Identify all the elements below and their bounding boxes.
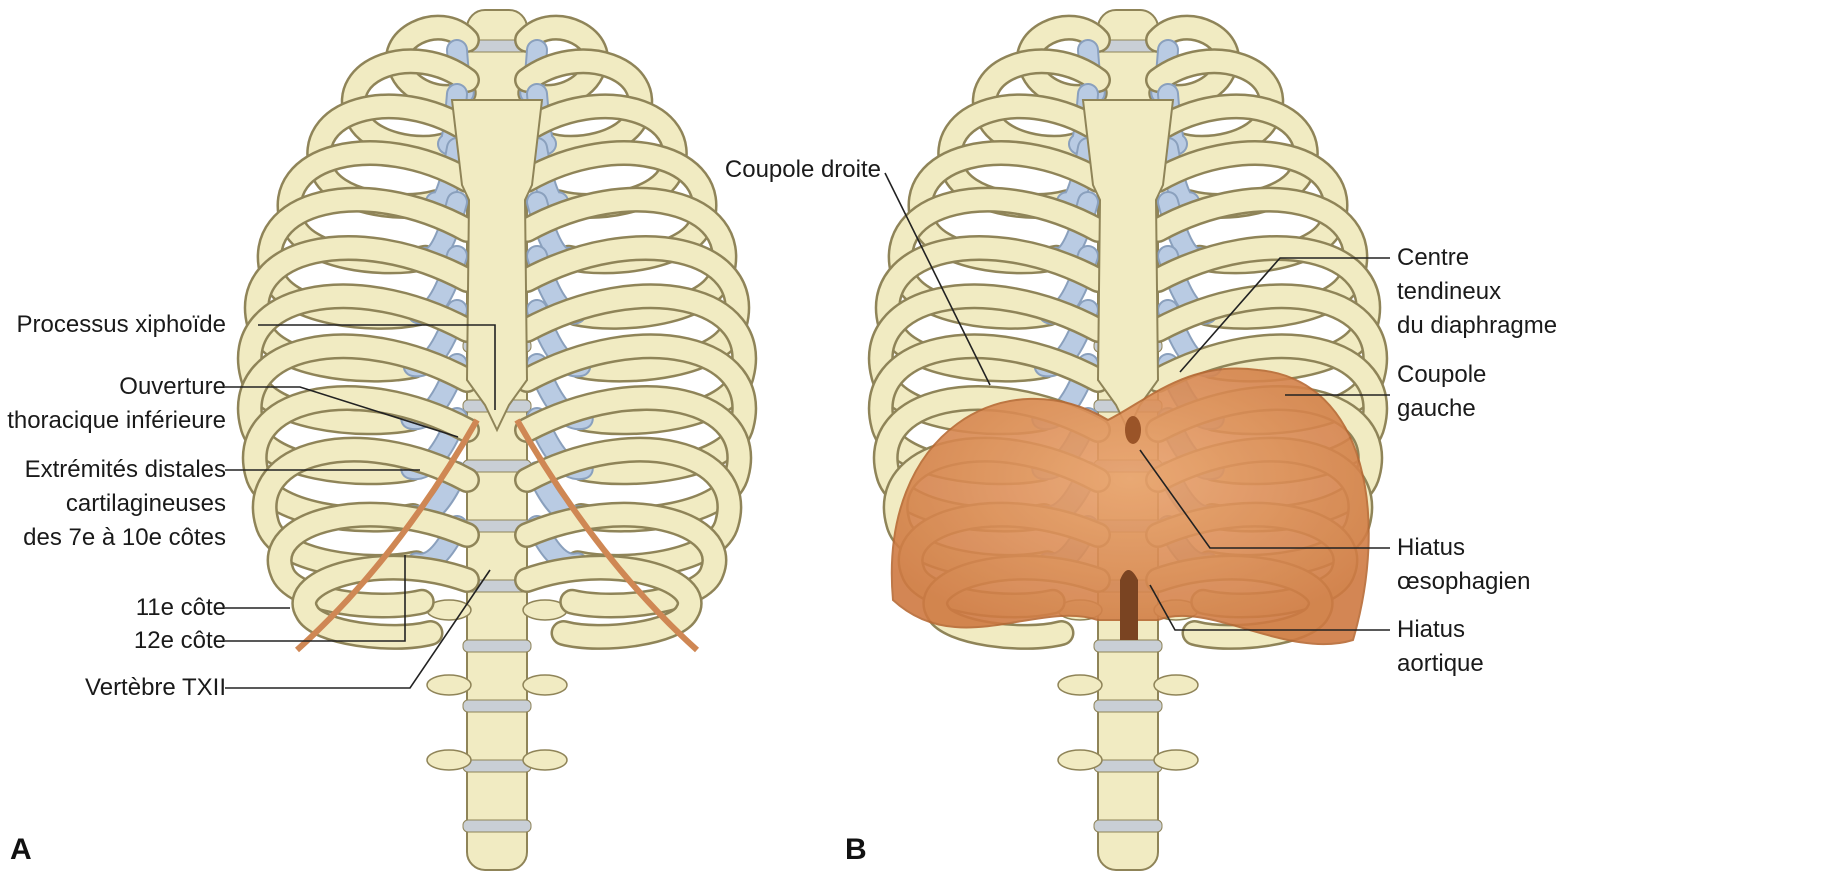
panel-label-b: B	[845, 833, 867, 867]
vertebral-disc	[463, 640, 531, 652]
vertebral-disc	[1094, 640, 1162, 652]
vertebral-disc	[463, 760, 531, 772]
label-left-dome-line1: Coupole	[1397, 358, 1486, 392]
label-central-tendon-line3: du diaphragme	[1397, 309, 1557, 343]
label-aortic-line2: aortique	[1397, 647, 1484, 681]
label-rib-12-text: 12e côte	[134, 624, 226, 658]
label-oesophageal-line1: Hiatus	[1397, 531, 1530, 565]
label-central-tendon-line2: tendineux	[1397, 275, 1557, 309]
label-rib-11: 11e côte	[136, 591, 226, 625]
label-distal-ends: Extrémités distales cartilagineuses des …	[23, 453, 226, 555]
label-central-tendon: Centre tendineux du diaphragme	[1397, 241, 1557, 343]
label-oesophageal-line2: œsophagien	[1397, 565, 1530, 599]
transverse-process	[427, 750, 471, 770]
panel-label-a: A	[10, 833, 32, 867]
transverse-process	[1154, 750, 1198, 770]
transverse-process	[427, 675, 471, 695]
vertebral-disc	[463, 820, 531, 832]
label-distal-ends-line2: cartilagineuses	[23, 487, 226, 521]
label-thoracic-opening-line2: thoracique inférieure	[7, 404, 226, 438]
label-xiphoid-text: Processus xiphoïde	[17, 308, 226, 342]
label-distal-ends-line3: des 7e à 10e côtes	[23, 521, 226, 555]
label-aortic-hiatus: Hiatus aortique	[1397, 613, 1484, 681]
label-oesophageal-hiatus: Hiatus œsophagien	[1397, 531, 1530, 599]
vertebral-disc	[1094, 700, 1162, 712]
label-right-dome: Coupole droite	[725, 153, 881, 187]
transverse-process	[523, 750, 567, 770]
label-distal-ends-line1: Extrémités distales	[23, 453, 226, 487]
oesophageal-hiatus	[1125, 416, 1141, 444]
label-left-dome-line2: gauche	[1397, 392, 1486, 426]
transverse-process	[1154, 675, 1198, 695]
vertebral-disc	[1094, 820, 1162, 832]
label-right-dome-text: Coupole droite	[725, 153, 881, 187]
label-vertebra-txii: Vertèbre TXII	[85, 671, 226, 705]
label-rib-12: 12e côte	[134, 624, 226, 658]
label-left-dome: Coupole gauche	[1397, 358, 1486, 426]
transverse-process	[1058, 675, 1102, 695]
rib-cage-a	[250, 10, 744, 870]
label-central-tendon-line1: Centre	[1397, 241, 1557, 275]
vertebral-disc	[1094, 760, 1162, 772]
label-xiphoid-process: Processus xiphoïde	[17, 308, 226, 342]
label-aortic-line1: Hiatus	[1397, 613, 1484, 647]
label-rib-11-text: 11e côte	[136, 591, 226, 625]
vertebral-disc	[463, 700, 531, 712]
label-thoracic-opening-line1: Ouverture	[7, 370, 226, 404]
transverse-process	[1058, 750, 1102, 770]
transverse-process	[523, 675, 567, 695]
aortic-hiatus	[1120, 570, 1138, 640]
label-thoracic-opening: Ouverture thoracique inférieure	[7, 370, 226, 438]
label-vertebra-text: Vertèbre TXII	[85, 671, 226, 705]
rib-cage-b	[881, 10, 1375, 870]
